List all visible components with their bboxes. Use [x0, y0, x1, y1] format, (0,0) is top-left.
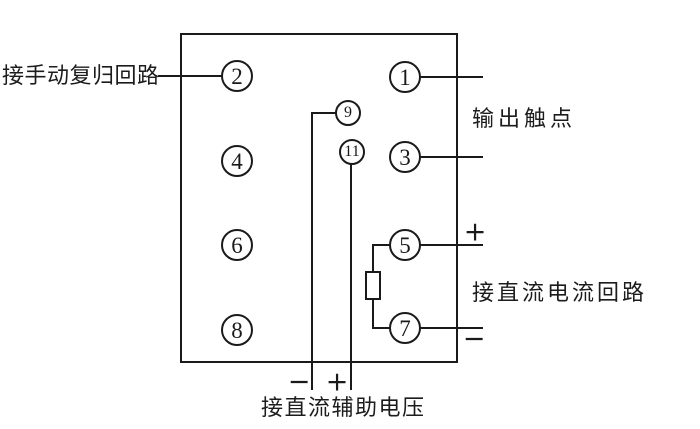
label-dc-aux-voltage: 接直流辅助电压	[261, 395, 426, 420]
label-manual-reset-loop: 接手动复归回路	[2, 63, 160, 88]
minus-sign-current-loop: −	[462, 323, 486, 355]
terminal-2: 2	[221, 60, 253, 92]
label-dc-current-loop: 接直流电流回路	[472, 280, 648, 305]
terminal-11: 11	[339, 139, 365, 165]
label-output-contacts: 输出触点	[472, 106, 577, 131]
terminal-3: 3	[389, 141, 421, 173]
terminal-7: 7	[389, 312, 421, 344]
resistor	[365, 271, 381, 300]
terminal-4: 4	[221, 145, 253, 177]
relay-body-outline	[180, 33, 458, 363]
terminal-5: 5	[389, 229, 421, 261]
terminal-9: 9	[335, 100, 361, 126]
plus-sign-current-loop: +	[463, 216, 487, 248]
plus-sign-aux-voltage: +	[325, 366, 349, 398]
terminal-8: 8	[221, 314, 253, 346]
terminal-1: 1	[389, 61, 421, 93]
minus-sign-aux-voltage: −	[287, 366, 311, 398]
terminal-6: 6	[221, 229, 253, 261]
